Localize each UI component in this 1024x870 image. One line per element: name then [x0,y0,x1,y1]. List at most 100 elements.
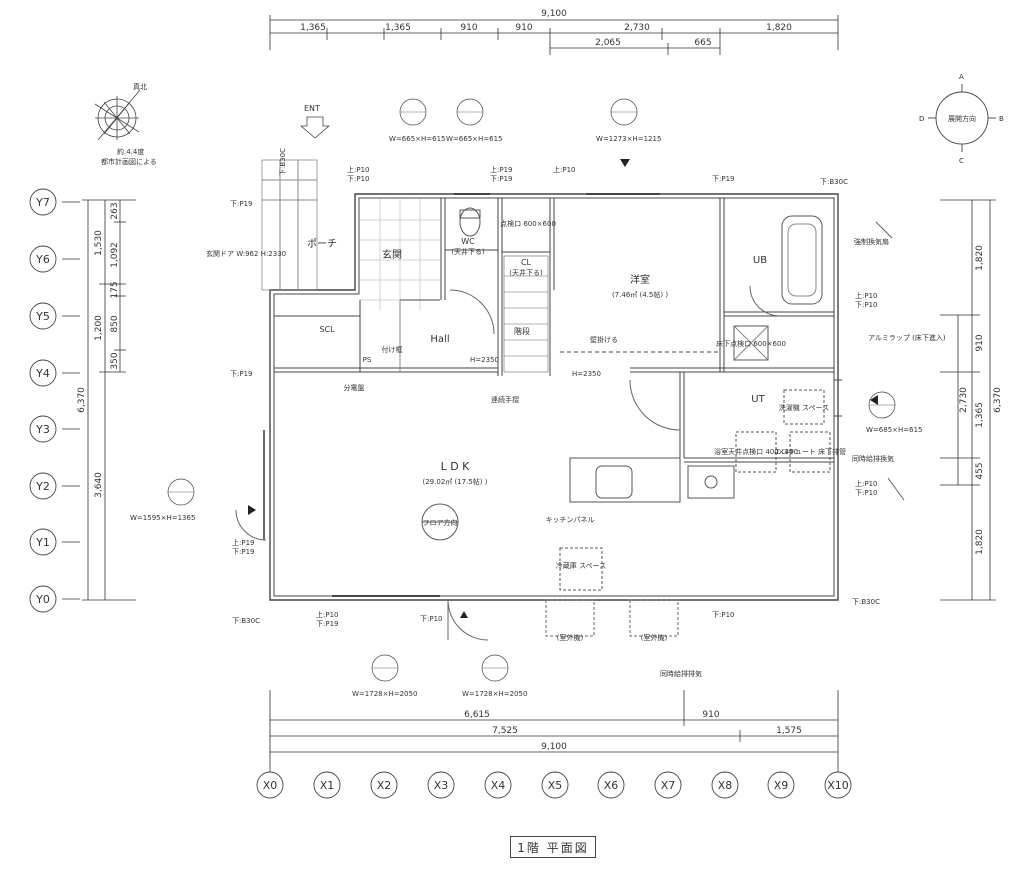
dim-bottom-total: 9,100 [541,742,567,752]
building-walls [235,159,905,641]
window-size-1: W=665×H=615 [389,135,446,143]
window-size-7: W=1728×H=2050 [462,690,527,698]
axis-y6: Y6 [35,253,50,266]
p-label-5: 上:P19 [490,165,513,174]
p-label-13: 上:P10 [316,610,339,619]
room-cl: CL [521,258,532,267]
dim-left-4: 263 [110,202,120,219]
outdoor-label-1: (室外機) [557,633,584,642]
room-ldk: L D K [441,460,471,473]
kitchen-panel-label: キッチンパネル [546,516,595,524]
ecocute-label: エコキュート 床下排管 [774,447,846,456]
room-scl: SCL [319,325,335,334]
entrance-label: ENT [304,104,320,113]
tsukekamoi-label: 付け框 [382,345,403,354]
compass-d: D [919,115,924,123]
dim-right-mid: 2,730 [959,387,969,413]
dim-left-6: 175 [110,281,120,298]
dim-top-5: 2,730 [624,23,650,33]
b300c-c: 下:B30C [232,617,260,625]
wall-hang-label: 壁掛ける [590,335,618,344]
axis-y5: Y5 [35,310,50,323]
alumi-label: アルミラップ (床下進入) [868,333,946,342]
room-ldk-area: (29.02㎡ (17.5帖) ) [423,477,488,486]
p-label-7: 上:P10 [553,165,576,174]
b300c-d: 下:B30C [279,148,287,176]
axis-x9: X9 [774,779,789,792]
axis-x4: X4 [491,779,506,792]
dim-left-8: 350 [110,352,120,369]
p-label-1: 下:P19 [230,200,253,208]
axis-x2: X2 [377,779,392,792]
p-label-12: 下:P10 [855,489,878,497]
dim-top-3: 910 [460,23,477,33]
room-ub: UB [753,255,767,266]
marker-triangle-3 [248,505,256,515]
dim-top-total: 9,100 [541,9,567,19]
axis-y4: Y4 [35,367,50,380]
dim-top-4: 910 [515,23,532,33]
storage-label: 点検口 600×600 [500,219,556,228]
dim-right-4: 455 [975,462,985,479]
dim-left-3: 3,640 [94,472,104,498]
axis-x8: X8 [718,779,733,792]
window-size-4: W=685×H=615 [866,426,923,434]
p-label-2: 下:P19 [230,370,253,378]
dim-right-3: 1,365 [975,402,985,428]
axis-y0: Y0 [35,593,50,606]
window-size-2: W=665×H=615 [446,135,503,143]
room-western: 洋室 [630,273,650,286]
p-label-14: 下:P19 [316,620,339,628]
dim-left-1: 1,530 [94,230,104,256]
dim-right-2: 910 [975,334,985,351]
room-hall: Hall [430,334,449,345]
ps-label: PS [363,356,372,364]
bath-vent-label: 浴室天井点検口 400×400 [714,447,798,456]
marker-triangle-1 [620,159,630,167]
dim-top-6: 1,820 [766,23,792,33]
p-label-4: 下:P10 [347,175,370,183]
window-size-5: W=1595×H=1365 [130,514,195,522]
axis-y7: Y7 [35,196,50,209]
underfloor-label: 床下点検口 600×600 [716,339,786,348]
entrance-arrow-icon [299,116,331,139]
compass-a: A [959,73,964,81]
sim-vent2-label: 同時給排排気 [660,669,702,678]
p-label-6: 下:P19 [490,175,513,183]
dim-left-5: 1,092 [110,242,120,268]
north-note1: 約.4.4度 [117,147,144,156]
p-label-3: 上:P10 [347,165,370,174]
dim-top-1: 1,365 [300,23,326,33]
p-label-18: 下:P19 [232,548,255,556]
sim-vent-label: 同時給排換気 [852,454,894,463]
handrail-label: 連続手摺 [491,395,519,404]
dim-bottom-3: 7,525 [492,726,518,736]
dim-right-total: 6,370 [993,387,1003,413]
forced-vent-label: 強制換気扇 [854,237,889,246]
fridge-label: 冷蔵庫 スペース [556,561,606,570]
axis-x0: X0 [263,779,278,792]
compass-center: 展開方向 [948,114,976,123]
north-label: 真北 [133,82,147,91]
compass-c: C [959,157,964,165]
dim-bottom-4: 1,575 [776,726,802,736]
p-label-17: 上:P19 [232,538,255,547]
north-arrow-icon [94,89,141,141]
dim-right-1: 1,820 [975,245,985,271]
panel-label: 分電盤 [344,383,365,392]
p-label-15: 下:P10 [420,615,443,623]
washer-label: 洗濯機 スペース [779,403,829,412]
axis-x6: X6 [604,779,619,792]
p-label-10: 下:P10 [855,301,878,309]
dim-left-2: 1,200 [94,315,104,341]
axis-y2: Y2 [35,480,50,493]
room-cl-sub: (天井下る) [509,268,543,277]
p-label-11: 上:P10 [855,479,878,488]
axis-x7: X7 [661,779,676,792]
axis-y1: Y1 [35,536,50,549]
room-porch: ポーチ [307,238,337,250]
h2350-a: H=2350 [470,356,499,364]
h2350-b: H=2350 [572,370,601,378]
room-ut: UT [751,394,765,405]
